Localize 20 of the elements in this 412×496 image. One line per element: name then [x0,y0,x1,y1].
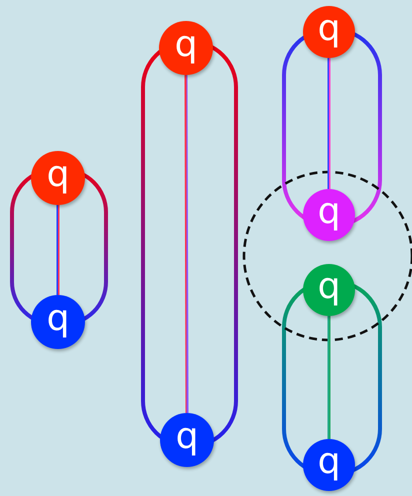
string-line [328,316,330,439]
quark-circle [303,6,355,58]
quark-label: q [318,194,340,230]
quark-circle [31,151,85,205]
quark-circle [303,439,355,491]
quark-circle [160,413,214,467]
quark-label: q [46,157,70,193]
quark-circle [159,21,213,75]
quark-circle [303,189,355,241]
quark-label: q [318,269,340,305]
quark-label: q [46,301,70,337]
quark-circle [303,264,355,316]
quark-label: q [174,27,198,63]
quark-circle [31,295,85,349]
quark-label: q [318,11,340,47]
string-line [184,75,188,413]
quark-label: q [176,419,198,455]
string-line [328,58,330,189]
quark-label: q [318,444,340,480]
string-line [56,205,60,295]
